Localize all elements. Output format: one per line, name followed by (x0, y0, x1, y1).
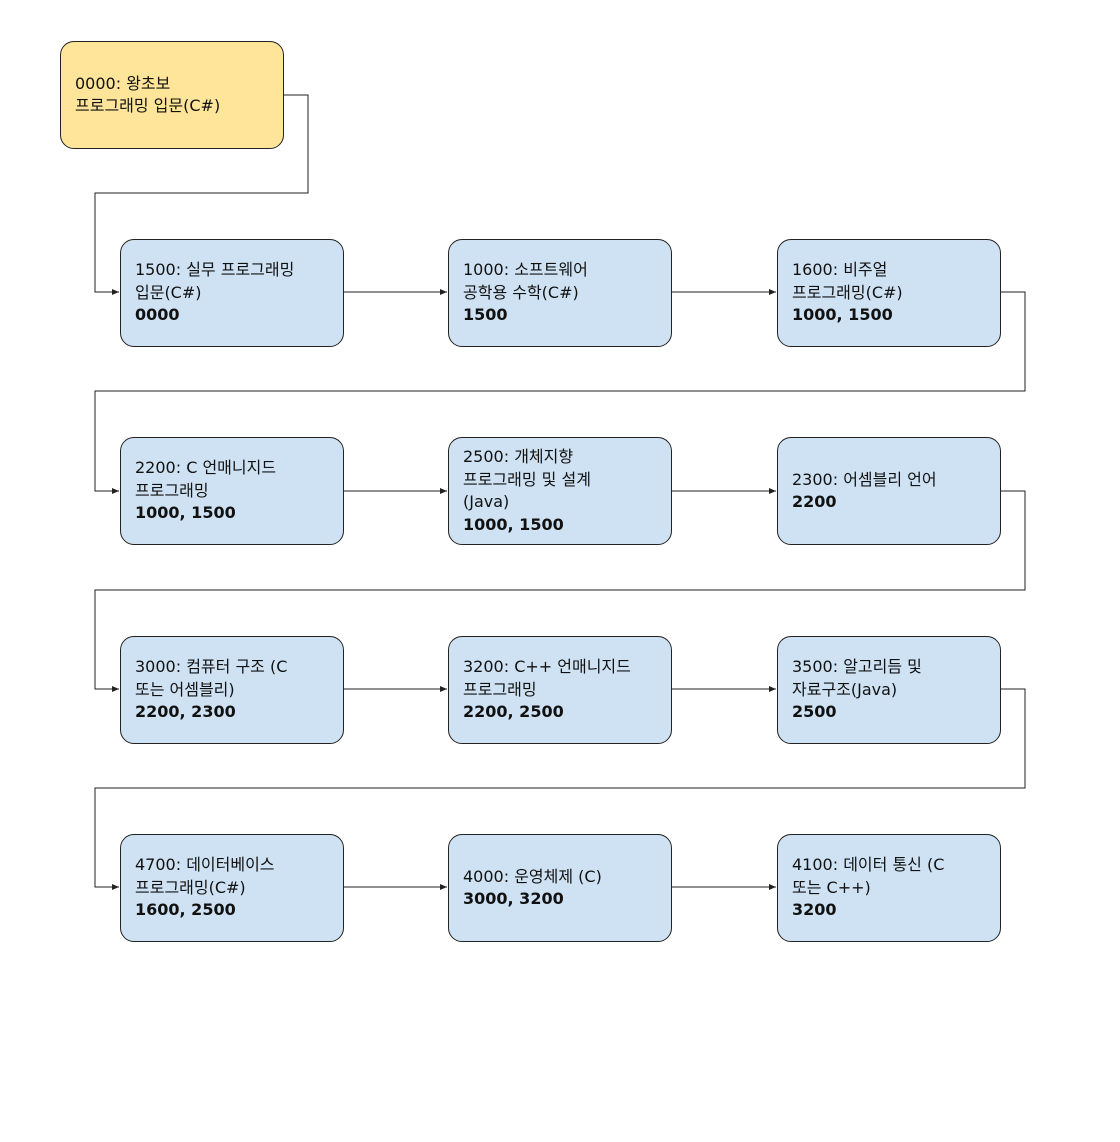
course-node-0000: 0000: 왕초보 프로그래밍 입문(C#) (60, 41, 284, 149)
course-prereq: 3000, 3200 (463, 889, 564, 908)
connector-1600-2200 (94, 291, 1026, 494)
course-title: 4100: 데이터 통신 (C 또는 C++) (792, 855, 945, 897)
course-title: 4000: 운영체제 (C) (463, 866, 602, 886)
course-title: 1500: 실무 프로그래밍 입문(C#) (135, 260, 295, 302)
course-title: 0000: 왕초보 프로그래밍 입문(C#) (75, 73, 221, 116)
course-title: 2300: 어셈블리 언어 (792, 469, 937, 489)
course-prereq: 1600, 2500 (135, 900, 236, 920)
course-prereq: 2200, 2500 (463, 702, 564, 722)
course-title: 1000: 소프트웨어 공학용 수학(C#) (463, 260, 588, 302)
connector-3500-4700 (94, 688, 1026, 890)
course-title: 3000: 컴퓨터 구조 (C 또는 어셈블리) (135, 657, 288, 699)
course-node-3200: 3200: C++ 언매니지드 프로그래밍 2200, 2500 (448, 636, 672, 744)
course-node-4100: 4100: 데이터 통신 (C 또는 C++) 3200 (777, 834, 1001, 942)
course-title: 1600: 비주얼 프로그래밍(C#) (792, 260, 903, 302)
course-title: 4700: 데이터베이스 프로그래밍(C#) (135, 855, 275, 897)
connector-0000-1500 (94, 94, 309, 295)
course-prereq: 1000, 1500 (463, 514, 564, 534)
course-node-4700: 4700: 데이터베이스 프로그래밍(C#) 1600, 2500 (120, 834, 344, 942)
course-prereq: 1500 (463, 305, 508, 325)
course-node-1000: 1000: 소프트웨어 공학용 수학(C#) 1500 (448, 239, 672, 347)
course-title: 2500: 개체지향 프로그래밍 및 설계 (Java) (463, 447, 591, 511)
course-prereq: 2200, 2300 (135, 702, 236, 722)
course-node-1600: 1600: 비주얼 프로그래밍(C#) 1000, 1500 (777, 239, 1001, 347)
course-prereq: 0000 (135, 305, 180, 325)
course-node-3500: 3500: 알고리듬 및 자료구조(Java) 2500 (777, 636, 1001, 744)
course-node-2500: 2500: 개체지향 프로그래밍 및 설계 (Java) 1000, 1500 (448, 437, 672, 545)
course-node-2200: 2200: C 언매니지드 프로그래밍 1000, 1500 (120, 437, 344, 545)
course-prereq: 3200 (792, 900, 837, 920)
course-title: 3500: 알고리듬 및 자료구조(Java) (792, 657, 922, 699)
course-prereq: 2200 (792, 492, 837, 511)
course-node-1500: 1500: 실무 프로그래밍 입문(C#) 0000 (120, 239, 344, 347)
connector-2300-3000 (94, 490, 1026, 692)
course-prereq: 2500 (792, 702, 837, 722)
course-title: 3200: C++ 언매니지드 프로그래밍 (463, 657, 631, 699)
course-prereq: 1000, 1500 (135, 503, 236, 523)
course-title: 2200: C 언매니지드 프로그래밍 (135, 458, 277, 500)
course-prereq: 1000, 1500 (792, 305, 893, 325)
course-node-4000: 4000: 운영체제 (C) 3000, 3200 (448, 834, 672, 942)
course-node-3000: 3000: 컴퓨터 구조 (C 또는 어셈블리) 2200, 2300 (120, 636, 344, 744)
course-node-2300: 2300: 어셈블리 언어 2200 (777, 437, 1001, 545)
